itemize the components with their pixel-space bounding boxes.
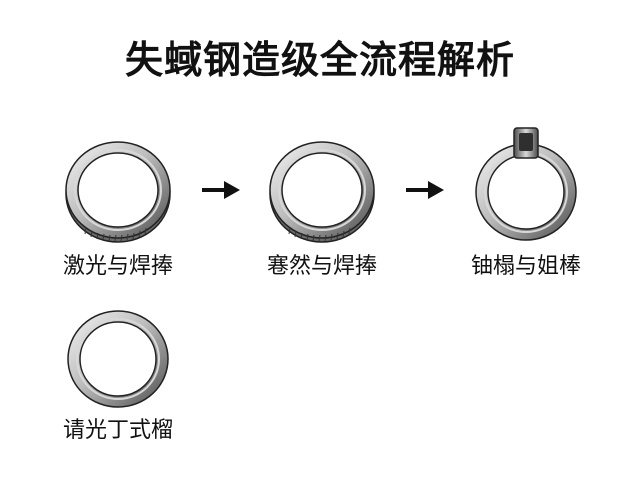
ring-icon (67, 310, 169, 408)
step-label: 铀榻与姐棒 (470, 254, 581, 279)
step-label: 寋然与焊捧 (266, 254, 377, 279)
ring-icon (65, 141, 171, 243)
page-title: 失蜮钢造级全流程解析 (124, 38, 515, 82)
process-step-polish: 请光丁式榴 (38, 306, 198, 444)
process-step-clip-finish: 铀榻与姐棒 (446, 126, 606, 280)
clip-icon (513, 127, 539, 159)
ring-icon (475, 127, 577, 241)
ring-icon (269, 141, 375, 243)
process-step-heat-welding: 寋然与焊捧 (242, 136, 402, 280)
step-label: 请光丁式榴 (62, 418, 173, 443)
arrow-right-icon (202, 181, 240, 199)
arrow-right-icon (406, 181, 444, 199)
step-label: 激光与焊捧 (62, 254, 173, 279)
process-step-laser-welding: 激光与焊捧 (38, 136, 198, 280)
